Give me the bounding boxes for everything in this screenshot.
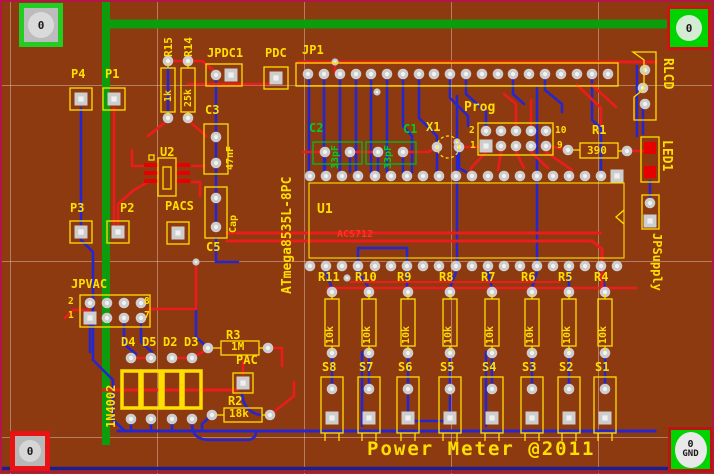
fiducial-top-left: 0 [19, 3, 63, 47]
label-s1: S1 [595, 360, 610, 374]
value-c1: 33pF [383, 144, 394, 169]
label-p3: P3 [70, 201, 85, 215]
label-x1: X1 [426, 120, 441, 134]
label-r1: R1 [592, 123, 607, 137]
label-r7: R7 [481, 270, 496, 284]
fiducial-bottom-right-gnd: 0 GND [668, 427, 713, 472]
fiducial-bottom-left: 0 [10, 431, 50, 471]
label-s8: S8 [322, 360, 337, 374]
label-s7: S7 [359, 360, 374, 374]
fiducial-label: 0 [685, 21, 693, 35]
label-d4: D4 [121, 335, 136, 349]
value-r10: 10k [362, 325, 373, 344]
label-d5: D5 [142, 335, 157, 349]
label-p2: P2 [120, 201, 135, 215]
label-s3: S3 [522, 360, 537, 374]
label-led1: LED1 [659, 140, 674, 172]
label-c2: C2 [309, 121, 324, 135]
label-jpsupply: JPSupply [650, 233, 664, 291]
value-r15: 1k [163, 89, 174, 102]
overlay-acs712: ACS712 [337, 229, 374, 240]
label-pdc: PDC [265, 46, 287, 60]
part-diodes: 1N4002 [104, 384, 118, 428]
label-r2: R2 [228, 394, 243, 408]
label-p4: P4 [71, 67, 86, 81]
fiducial-label: 0 [37, 18, 45, 32]
smd-pads [144, 142, 656, 183]
pin-jpvac-7: 7 [144, 310, 150, 321]
label-r8: R8 [439, 270, 454, 284]
label-jpdc1: JPDC1 [207, 46, 244, 60]
pin-prog-1: 1 [470, 140, 476, 151]
label-rlcd: RLCD [660, 58, 675, 90]
value-r2: 18k [229, 407, 249, 420]
label-r4: R4 [594, 270, 609, 284]
gnd-label: GND [682, 449, 699, 459]
label-pacs: PACS [165, 199, 194, 213]
silkscreen-green-outlines [312, 141, 417, 165]
pin-prog-10: 10 [555, 125, 567, 136]
fiducial-top-right: 0 [667, 6, 711, 50]
label-r6: R6 [521, 270, 536, 284]
label-r5: R5 [558, 270, 573, 284]
label-s4: S4 [482, 360, 497, 374]
pin-jpvac-2: 2 [68, 296, 74, 307]
value-r3: 1M [231, 340, 245, 353]
pin-jpvac-8: 8 [144, 296, 150, 307]
label-pac: PAC [236, 353, 258, 367]
label-jpvac: JPVAC [71, 277, 108, 291]
fiducial-label: 0 [687, 439, 694, 450]
value-r8: 10k [443, 325, 454, 344]
value-r5: 10k [562, 325, 573, 344]
label-cap: Cap [228, 214, 239, 233]
label-p1: P1 [105, 67, 120, 81]
label-c5: C5 [206, 240, 221, 254]
value-c2: 33pF [330, 144, 341, 169]
fiducial-pad: 0 [28, 12, 54, 38]
fiducial-pad: 0 [676, 15, 702, 41]
value-r1: 390 [587, 144, 607, 157]
label-d2: D2 [163, 335, 178, 349]
value-r9: 10k [401, 325, 412, 344]
label-s5: S5 [440, 360, 455, 374]
pin-prog-2: 2 [469, 125, 475, 136]
value-r4: 10k [598, 325, 609, 344]
label-c3: C3 [205, 103, 220, 117]
value-r7: 10k [485, 325, 496, 344]
value-r11: 10k [325, 325, 336, 344]
label-d3: D3 [184, 335, 199, 349]
label-r3: R3 [226, 328, 241, 342]
fiducial-pad: 0 GND [674, 431, 707, 468]
silkscreen-outlines [69, 51, 660, 441]
pin-prog-9: 9 [557, 140, 563, 151]
label-r10: R10 [355, 270, 377, 284]
label-u2: U2 [160, 145, 175, 159]
label-r9: R9 [397, 270, 412, 284]
label-jp1: JP1 [302, 43, 324, 57]
fiducial-pad: 0 [19, 440, 41, 462]
label-u1: U1 [317, 202, 333, 217]
value-r6: 10k [525, 325, 536, 344]
label-c1: C1 [403, 122, 418, 136]
label-r15: R15 [162, 37, 175, 57]
label-r11: R11 [318, 270, 340, 284]
value-c3: 47nF [225, 145, 236, 170]
pin-jpvac-1: 1 [68, 310, 74, 321]
value-r14: 25k [183, 88, 194, 107]
part-u1: ATmega8535L-8PC [280, 176, 295, 294]
power-trace [102, 1, 667, 445]
board-title: Power Meter @2011 [367, 438, 596, 460]
label-s2: S2 [559, 360, 574, 374]
label-s6: S6 [398, 360, 413, 374]
label-prog: Prog [464, 100, 496, 115]
fiducial-label: 0 [26, 444, 34, 458]
label-r14: R14 [182, 37, 195, 57]
